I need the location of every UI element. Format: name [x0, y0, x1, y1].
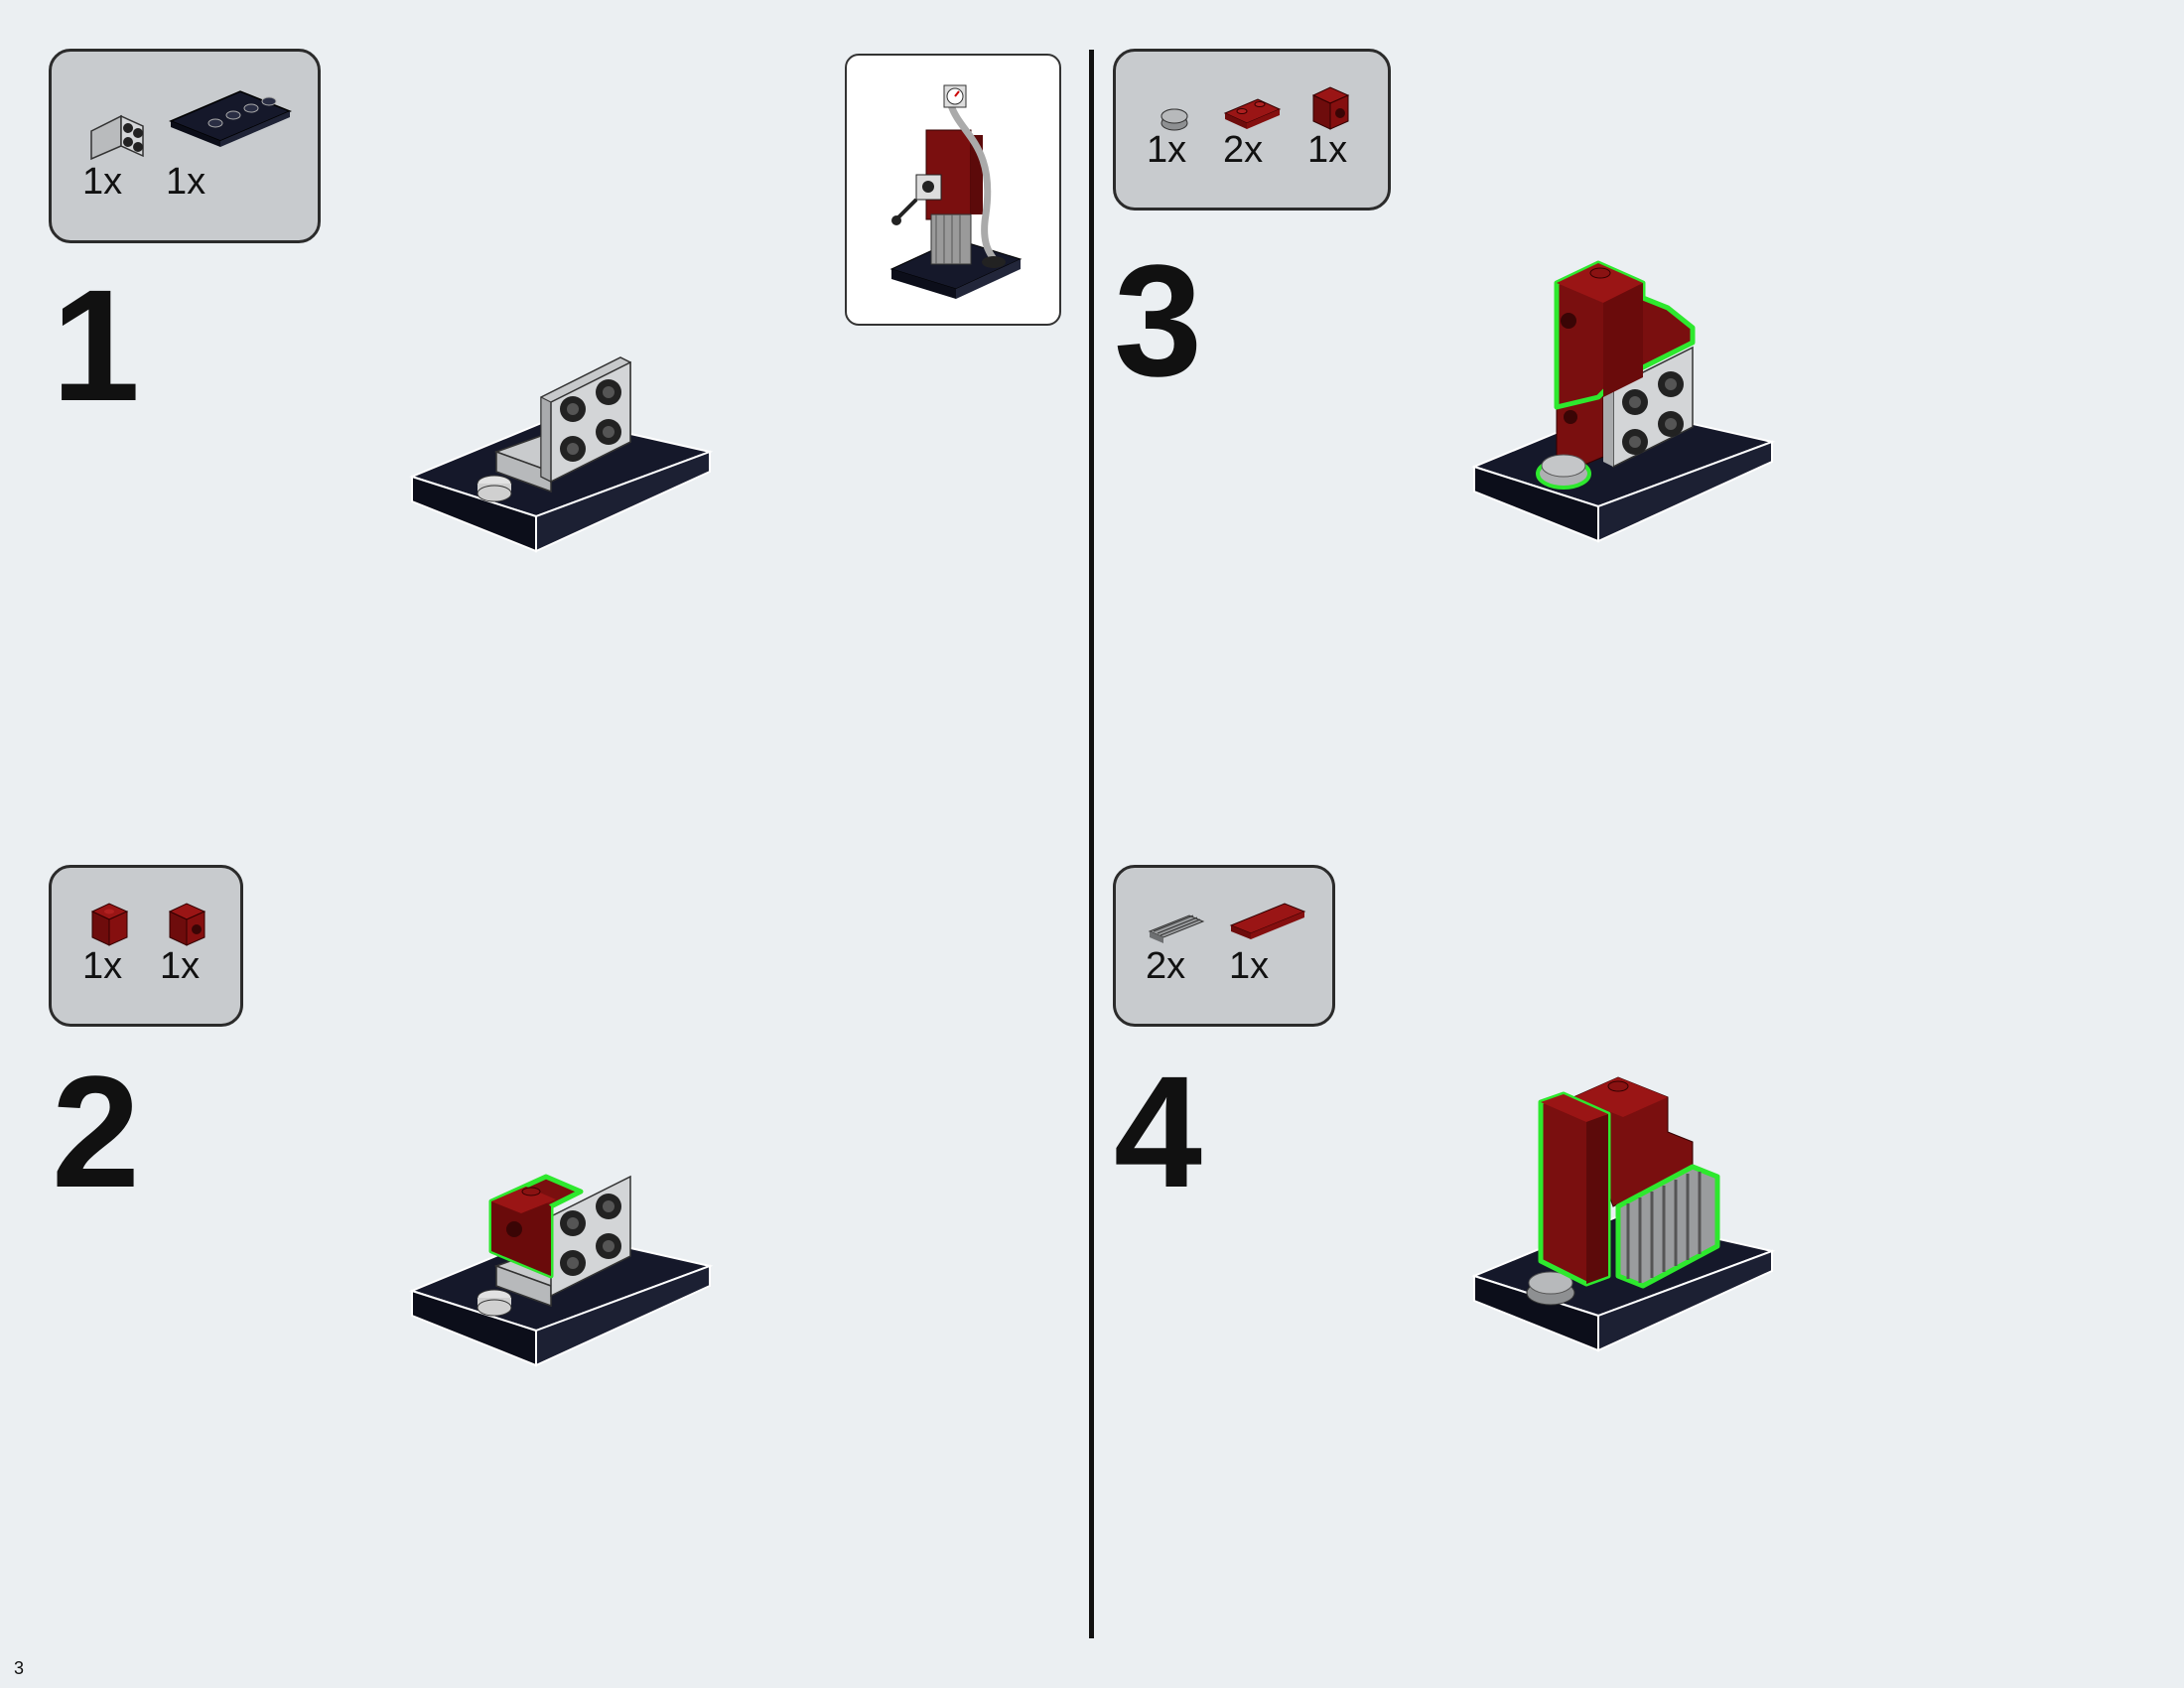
- step-3-parts-box: 1x 2x 1x: [1113, 49, 1391, 211]
- red-brick-icon: [90, 903, 129, 946]
- gray-angle-bracket-icon: [90, 114, 144, 161]
- step-number: 3: [1114, 231, 1202, 409]
- step-number: 2: [52, 1043, 140, 1220]
- step-4-model: [1471, 1076, 1776, 1352]
- step-1-parts-box: 1x 1x: [49, 49, 321, 243]
- step-2-parts-box: 1x 1x: [49, 865, 243, 1027]
- step-1-model: [409, 356, 714, 553]
- gas-pump-model-icon: [889, 84, 1023, 299]
- part-quantity: 1x: [166, 161, 206, 203]
- part-quantity: 1x: [82, 945, 123, 987]
- red-brick-side-stud-icon: [1311, 86, 1350, 130]
- gray-round-tile-icon: [1160, 108, 1188, 131]
- red-tile-icon: [1229, 903, 1306, 939]
- red-brick-side-stud-icon: [168, 903, 206, 946]
- step-number: 1: [52, 256, 140, 434]
- part-quantity: 1x: [1147, 129, 1187, 171]
- finished-model-preview: [845, 54, 1061, 326]
- page-number: 3: [14, 1658, 25, 1678]
- part-quantity: 1x: [1229, 945, 1270, 987]
- step-number: 4: [1114, 1043, 1202, 1220]
- part-quantity: 1x: [160, 945, 201, 987]
- part-quantity: 1x: [82, 161, 123, 203]
- gray-grille-tile-icon: [1148, 914, 1205, 943]
- red-plate-icon: [1223, 98, 1282, 129]
- step-4-parts-box: 2x 1x: [1113, 865, 1335, 1027]
- step-3-model: [1471, 260, 1776, 543]
- part-quantity: 2x: [1223, 129, 1264, 171]
- part-quantity: 2x: [1146, 945, 1186, 987]
- step-2-model: [409, 1174, 714, 1367]
- black-plate-icon: [169, 90, 292, 147]
- column-divider: [1089, 50, 1094, 1638]
- part-quantity: 1x: [1307, 129, 1348, 171]
